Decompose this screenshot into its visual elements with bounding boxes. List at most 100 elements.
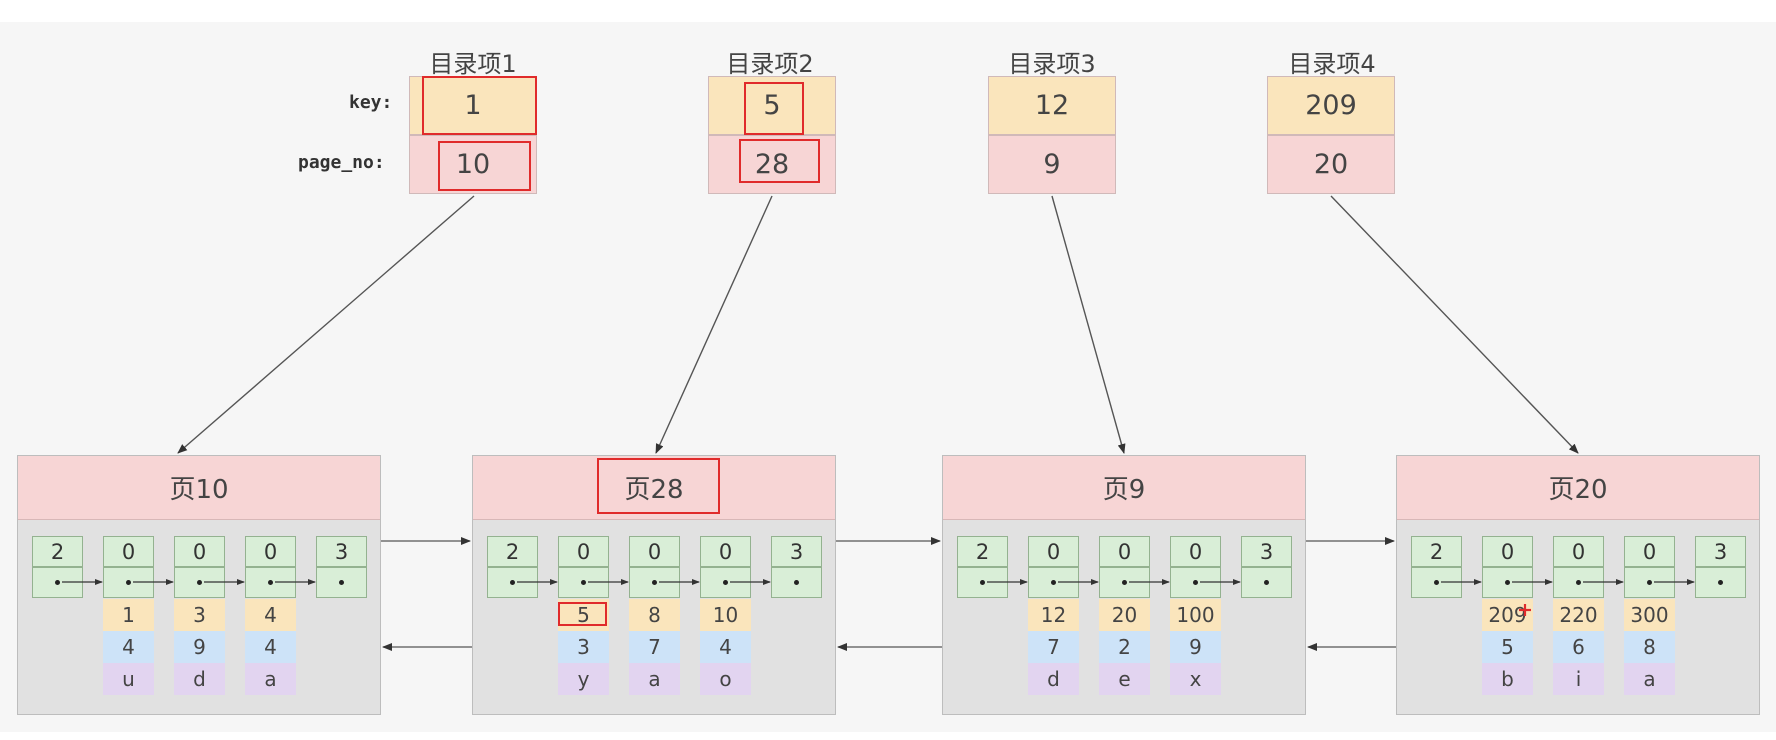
page-title: 页10 <box>18 456 380 520</box>
user-record-owned: 0 <box>245 536 296 567</box>
directory-entry-2-page-no: 28 <box>708 135 836 194</box>
page-title: 页28 <box>473 456 835 520</box>
record-key: 100 <box>1170 599 1221 631</box>
directory-entry-4-page-no: 20 <box>1267 135 1395 194</box>
user-record-owned: 0 <box>700 536 751 567</box>
cursor-plus-icon <box>1519 604 1531 616</box>
next-pointer-dot <box>197 580 202 585</box>
user-record-owned: 0 <box>558 536 609 567</box>
record-key: 1 <box>103 599 154 631</box>
highlight-page-no-10 <box>438 141 531 191</box>
infimum-record-owned: 2 <box>487 536 538 567</box>
record-column: 6 <box>1553 631 1604 663</box>
highlight-key-1 <box>422 76 537 135</box>
page-10: 页10 2 0 1 4 u 0 3 9 d 0 4 4 a 3 <box>17 455 381 715</box>
directory-entry-4-title: 目录项4 <box>1288 50 1376 78</box>
highlight-key-5 <box>744 82 804 135</box>
supremum-record-owned: 3 <box>771 536 822 567</box>
record-column: 9 <box>174 631 225 663</box>
next-pointer-dot <box>510 580 515 585</box>
directory-entry-2-key: 5 <box>708 76 836 135</box>
next-pointer-dot <box>1193 580 1198 585</box>
user-record-owned: 0 <box>629 536 680 567</box>
next-pointer-dot <box>126 580 131 585</box>
record-column: 5 <box>1482 631 1533 663</box>
record-value: a <box>629 663 680 695</box>
record-column: 2 <box>1099 631 1150 663</box>
record-column: 7 <box>1028 631 1079 663</box>
next-pointer-dot <box>1647 580 1652 585</box>
highlight-record-key-5 <box>558 602 607 626</box>
record-value: x <box>1170 663 1221 695</box>
record-key: 300 <box>1624 599 1675 631</box>
record-key: 10 <box>700 599 751 631</box>
next-pointer-dot <box>1264 580 1269 585</box>
next-pointer-dot <box>1576 580 1581 585</box>
record-value: d <box>1028 663 1079 695</box>
infimum-record-owned: 2 <box>957 536 1008 567</box>
next-pointer-dot <box>55 580 60 585</box>
page-title: 页20 <box>1397 456 1759 520</box>
supremum-record-next <box>1695 567 1746 598</box>
directory-entry-3-key: 12 <box>988 76 1116 135</box>
next-pointer-dot <box>1051 580 1056 585</box>
record-value: o <box>700 663 751 695</box>
pointer-arrow-to-page-9 <box>1051 195 1126 454</box>
record-column: 4 <box>245 631 296 663</box>
next-pointer-dot <box>652 580 657 585</box>
user-record-owned: 0 <box>103 536 154 567</box>
record-value: a <box>1624 663 1675 695</box>
record-column: 8 <box>1624 631 1675 663</box>
record-column: 4 <box>103 631 154 663</box>
user-record-owned: 0 <box>1099 536 1150 567</box>
supremum-record-next <box>771 567 822 598</box>
supremum-record-owned: 3 <box>1695 536 1746 567</box>
page-title: 页9 <box>943 456 1305 520</box>
user-record-next <box>629 567 680 598</box>
record-key: 4 <box>245 599 296 631</box>
user-record-owned: 0 <box>174 536 225 567</box>
user-record-next <box>1099 567 1150 598</box>
supremum-record-owned: 3 <box>1241 536 1292 567</box>
pointer-arrow-to-page-20 <box>1330 195 1579 454</box>
record-column: 7 <box>629 631 680 663</box>
record-column: 9 <box>1170 631 1221 663</box>
record-key: 12 <box>1028 599 1079 631</box>
pointer-arrow-to-page-10 <box>177 195 475 454</box>
record-value: e <box>1099 663 1150 695</box>
user-record-owned: 0 <box>1553 536 1604 567</box>
supremum-record-owned: 3 <box>316 536 367 567</box>
directory-entry-3-page-no: 9 <box>988 135 1116 194</box>
record-key: 220 <box>1553 599 1604 631</box>
user-record-owned: 0 <box>1028 536 1079 567</box>
key-row-label: key: <box>349 92 393 113</box>
highlight-page-28-title <box>597 458 720 514</box>
record-value: i <box>1553 663 1604 695</box>
record-column: 3 <box>558 631 609 663</box>
record-key: 20 <box>1099 599 1150 631</box>
record-key: 8 <box>629 599 680 631</box>
next-pointer-dot <box>723 580 728 585</box>
pointer-arrow-to-page-28 <box>655 195 773 454</box>
record-value: a <box>245 663 296 695</box>
record-column: 4 <box>700 631 751 663</box>
page-9: 页9 2 0 12 7 d 0 20 2 e 0 100 9 x 3 <box>942 455 1306 715</box>
user-record-owned: 0 <box>1170 536 1221 567</box>
page-no-row-label: page_no: <box>298 152 385 173</box>
directory-entry-1-title: 目录项1 <box>429 50 517 78</box>
record-key: 3 <box>174 599 225 631</box>
supremum-record-next <box>316 567 367 598</box>
directory-entry-4-key: 209 <box>1267 76 1395 135</box>
record-key: 209 <box>1482 599 1533 631</box>
user-record-owned: 0 <box>1482 536 1533 567</box>
next-pointer-dot <box>1505 580 1510 585</box>
next-pointer-dot <box>1434 580 1439 585</box>
next-pointer-dot <box>980 580 985 585</box>
next-pointer-dot <box>794 580 799 585</box>
infimum-record-owned: 2 <box>1411 536 1462 567</box>
supremum-record-next <box>1241 567 1292 598</box>
record-value: b <box>1482 663 1533 695</box>
next-pointer-dot <box>581 580 586 585</box>
highlight-page-no-28 <box>739 139 820 183</box>
